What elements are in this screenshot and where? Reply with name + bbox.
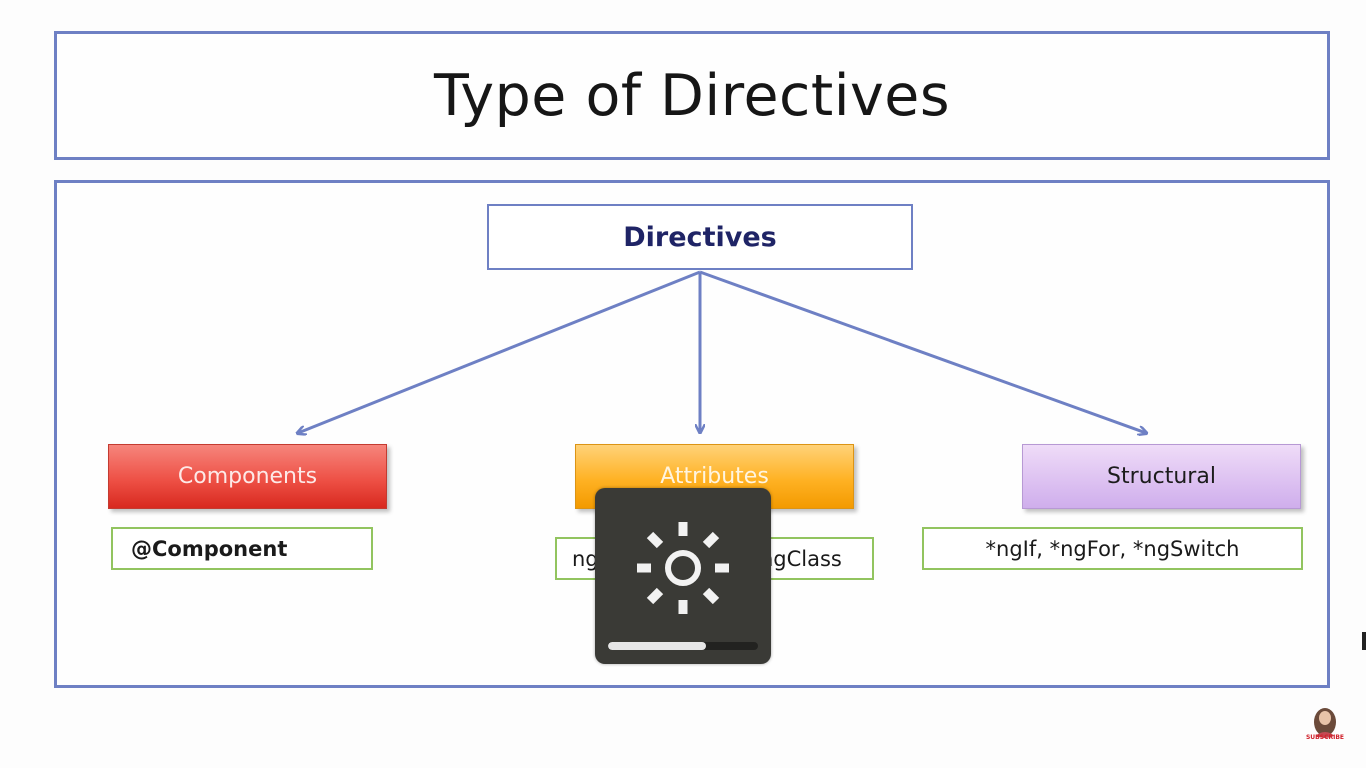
- brightness-overlay: [595, 488, 771, 664]
- subscribe-watermark-label[interactable]: SUBSCRIBE: [1305, 734, 1344, 741]
- brightness-level-fill: [608, 642, 706, 650]
- structural-example-box: *ngIf, *ngFor, *ngSwitch: [922, 527, 1303, 570]
- directives-root-node: Directives: [487, 204, 913, 270]
- components-node: Components: [108, 444, 387, 509]
- slide-title: Type of Directives: [433, 62, 951, 129]
- directives-root-label: Directives: [623, 221, 777, 253]
- components-label: Components: [177, 464, 318, 489]
- brightness-sun-icon: [637, 522, 729, 614]
- structural-node: Structural: [1022, 444, 1301, 509]
- title-frame: Type of Directives: [54, 31, 1330, 160]
- channel-avatar-watermark[interactable]: [1305, 700, 1345, 738]
- brightness-level-bar: [608, 642, 758, 650]
- structural-label: Structural: [1107, 464, 1216, 489]
- edge-mark: [1362, 632, 1366, 650]
- components-example: @Component: [131, 536, 288, 561]
- components-example-box: @Component: [111, 527, 373, 570]
- attributes-label: Attributes: [660, 464, 769, 489]
- structural-example: *ngIf, *ngFor, *ngSwitch: [985, 536, 1240, 561]
